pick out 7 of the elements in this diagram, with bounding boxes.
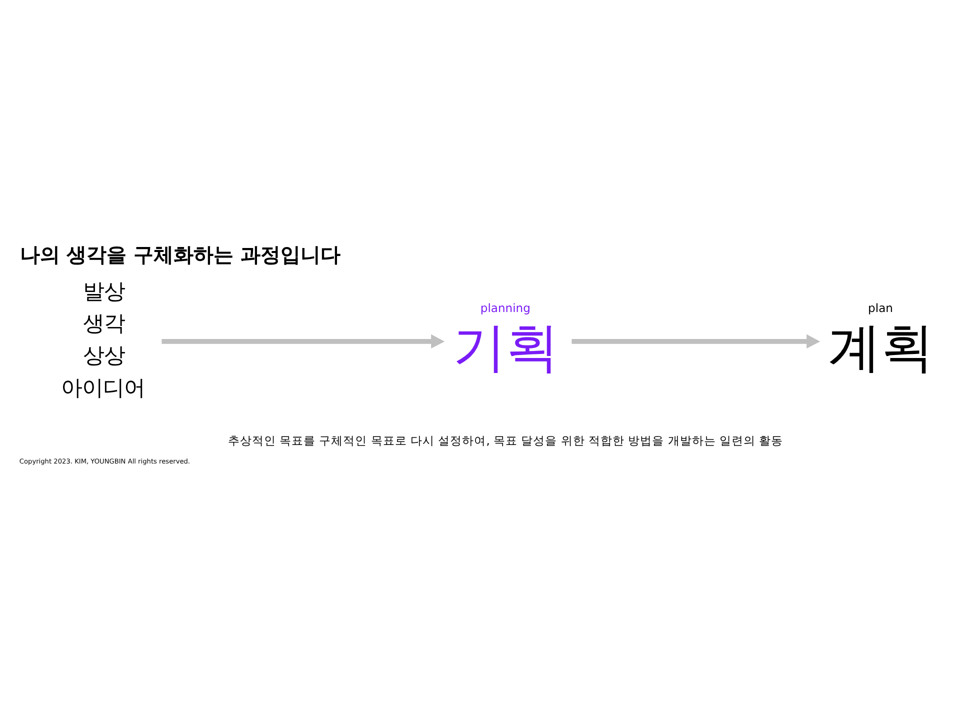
- label: 추상적인 목표를 구체적인 목표로 다시 설정하여, 목표 달성을 위한 적합한 방법을 개발하는 일련의 활동: [228, 433, 784, 448]
- arrow: [572, 334, 820, 349]
- node-text: plan 계획: [828, 300, 934, 379]
- diagram-title: 나의 생각을 구체화하는 과정입니다: [20, 244, 340, 267]
- arrow: [162, 334, 445, 349]
- node-text: planning 기획: [452, 300, 559, 379]
- node-text: 발상 생각 상상 아이디어: [61, 279, 146, 401]
